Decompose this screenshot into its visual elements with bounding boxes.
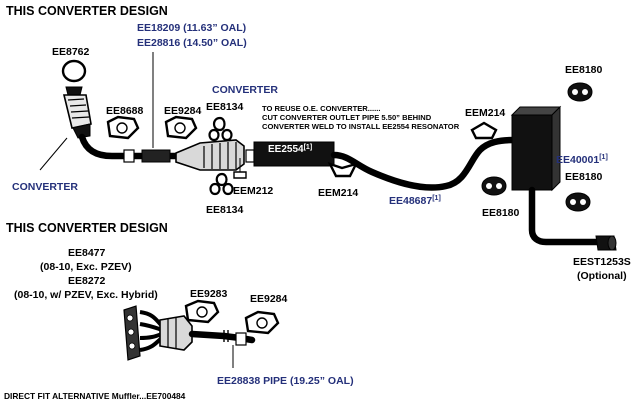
label-ee9284-bottom: EE9284 — [250, 293, 288, 305]
eem214-clamp-top — [470, 121, 498, 140]
heading-bottom: THIS CONVERTER DESIGN — [6, 221, 168, 235]
eem212-clamp — [233, 171, 247, 179]
label-ee2554: EE2554[1] — [268, 144, 312, 155]
label-converter-mid: CONVERTER — [212, 84, 278, 96]
front-pipe — [78, 133, 242, 160]
label-converter-left: CONVERTER — [12, 181, 78, 193]
muffler — [510, 105, 562, 192]
label-ee8180-top: EE8180 — [565, 64, 603, 76]
flex-pipe — [141, 149, 171, 163]
label-ee8272: EE8272 — [68, 275, 106, 287]
label-eem212: EEM212 — [233, 185, 273, 197]
label-ee8762: EE8762 — [52, 46, 90, 58]
note-line-2: CUT CONVERTER OUTLET PIPE 5.50” BEHIND — [262, 113, 432, 122]
label-ee8477-app: (08-10, Exc. PZEV) — [40, 261, 132, 273]
heading-top: THIS CONVERTER DESIGN — [6, 4, 168, 18]
label-ee40001: EE40001[1] — [556, 154, 608, 166]
front-converter — [62, 86, 92, 139]
label-ee9284-top: EE9284 — [164, 105, 202, 117]
flange-joint-1 — [123, 149, 135, 163]
ee8134-bolts-top — [208, 116, 233, 142]
resonator-note: TO REUSE O.E. CONVERTER...... CUT CONVER… — [262, 104, 460, 131]
label-eest1253s: EEST1253S — [573, 256, 631, 268]
note-line-3: CONVERTER WELD TO INSTALL EE2554 RESONAT… — [262, 122, 460, 131]
middle-converter — [175, 139, 245, 171]
label-eem214-top: EEM214 — [465, 107, 505, 119]
eem214-clamp-low — [327, 161, 359, 178]
label-ee8180-low: EE8180 — [482, 207, 520, 219]
ee8762-gasket — [61, 59, 87, 83]
label-ee9283: EE9283 — [190, 288, 228, 300]
label-ee8477: EE8477 — [68, 247, 106, 259]
label-ee8134-bottom: EE8134 — [206, 204, 244, 216]
ee8180-hanger-top — [567, 82, 593, 102]
label-ee8688: EE8688 — [106, 105, 144, 117]
label-ee8180-mid: EE8180 — [565, 171, 603, 183]
ee2554-resonator — [253, 141, 335, 167]
label-ee28838: EE28838 PIPE (19.25” OAL) — [217, 375, 354, 387]
eest1253s-tip — [595, 235, 617, 251]
label-eem214-low: EEM214 — [318, 187, 358, 199]
label-ee48687: EE48687[1] — [389, 195, 441, 207]
footer-muffler-note: DIRECT FIT ALTERNATIVE Muffler...EE70048… — [4, 391, 186, 401]
tail-pipe — [528, 186, 602, 246]
flange-joint-2 — [235, 332, 247, 346]
label-ee28816: EE28816 (14.50” OAL) — [137, 37, 247, 49]
ee8180-hanger-mid — [565, 192, 591, 212]
intermediate-pipe — [330, 136, 518, 191]
label-ee18209: EE18209 (11.63” OAL) — [137, 22, 246, 34]
leader-converter-left — [39, 137, 68, 171]
note-line-1: TO REUSE O.E. CONVERTER...... — [262, 104, 380, 113]
ee8134-bolts-bottom — [209, 172, 234, 196]
ee8180-hanger-low — [481, 176, 507, 196]
manifold-converter — [123, 305, 193, 361]
resonator-inlet-joint — [245, 149, 255, 163]
label-optional: (Optional) — [577, 270, 627, 282]
label-ee8134-top: EE8134 — [206, 101, 244, 113]
label-ee8272-app: (08-10, w/ PZEV, Exc. Hybrid) — [14, 289, 158, 301]
